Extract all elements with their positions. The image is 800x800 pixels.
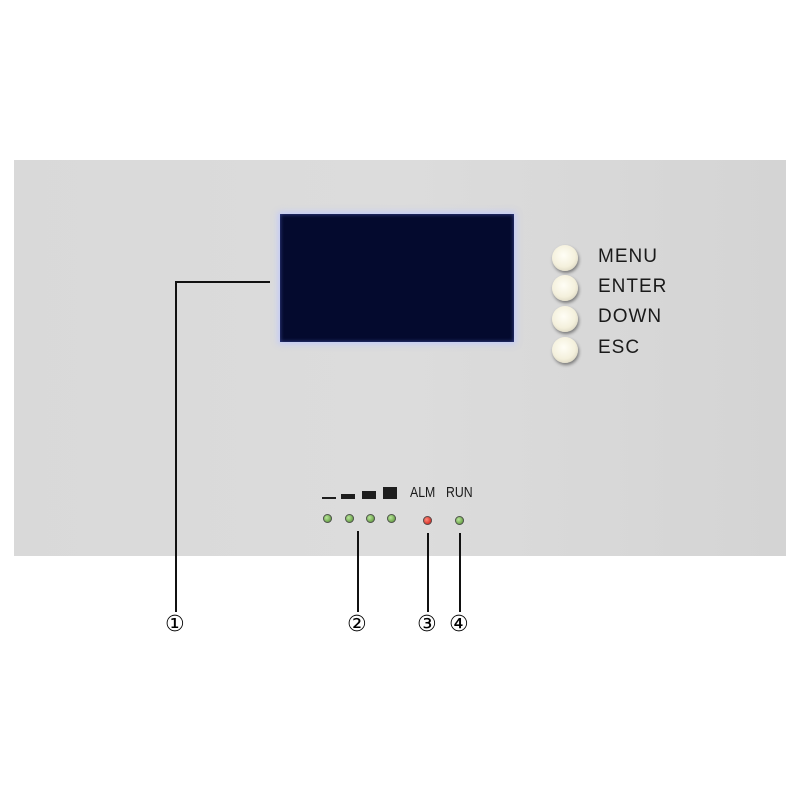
callout-1: ① — [165, 612, 185, 637]
enter-button-label: ENTER — [598, 276, 668, 297]
menu-button[interactable] — [552, 245, 578, 271]
down-button[interactable] — [552, 306, 578, 332]
esc-button-label: ESC — [598, 337, 641, 358]
signal-led-4 — [387, 514, 396, 523]
signal-bar-1-icon — [322, 497, 336, 499]
down-button-label: DOWN — [598, 306, 663, 327]
run-label: RUN — [446, 484, 473, 501]
signal-bar-3-icon — [362, 491, 376, 499]
alarm-led — [423, 516, 432, 525]
signal-led-1 — [323, 514, 332, 523]
menu-button-label: MENU — [598, 246, 658, 267]
esc-button[interactable] — [552, 337, 578, 363]
callout-2: ② — [347, 612, 367, 637]
callout-4: ④ — [449, 612, 469, 637]
run-led — [455, 516, 464, 525]
signal-led-3 — [366, 514, 375, 523]
alm-label: ALM — [410, 484, 436, 501]
enter-button[interactable] — [552, 275, 578, 301]
lcd-display — [280, 214, 514, 342]
signal-led-2 — [345, 514, 354, 523]
signal-bar-2-icon — [341, 494, 355, 499]
callout-3: ③ — [417, 612, 437, 637]
leader-line-1 — [175, 281, 270, 612]
signal-bar-4-icon — [383, 487, 397, 499]
